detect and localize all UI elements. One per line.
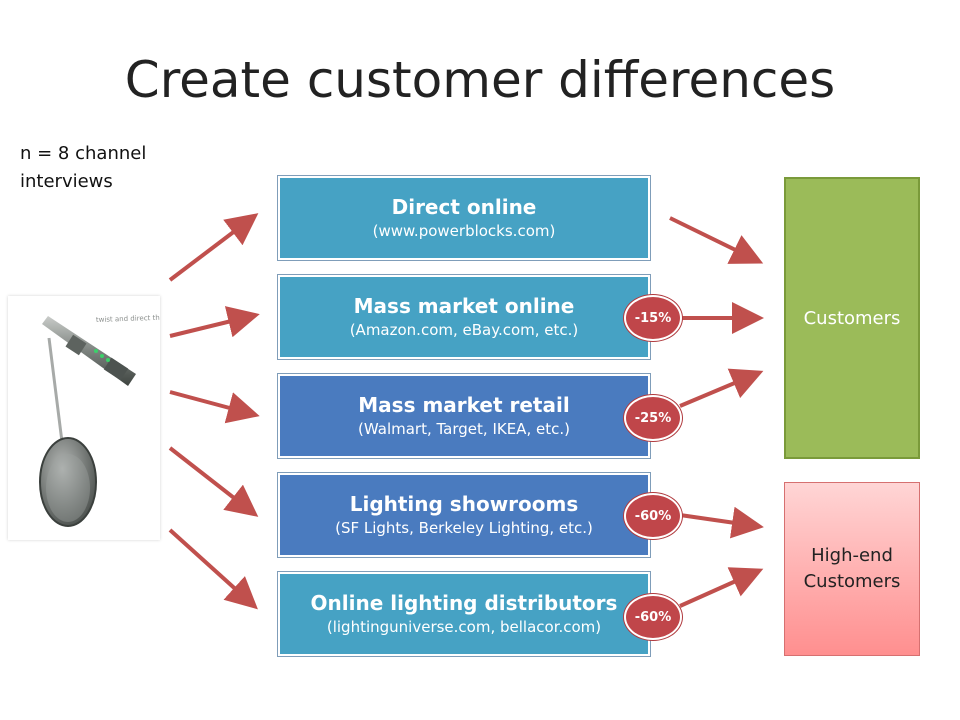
channel-examples: (lightinguniverse.com, bellacor.com) [326,618,602,636]
note-line-1: n = 8 channel [20,143,147,164]
product-image: twist and direct the light [8,296,160,540]
channel-direct-online: Direct online (www.powerblocks.com) [277,175,651,261]
arrow-to-online-distributors [168,528,258,610]
channel-examples: (www.powerblocks.com) [372,222,556,240]
arrow-showrooms-to-high-end [679,506,764,539]
arrow-direct-to-customers [669,216,764,264]
channel-name: Lighting showrooms [349,492,579,516]
arrow-retail-to-customers [679,368,764,408]
sample-size-note: n = 8 channel interviews [20,140,190,196]
channel-lighting-showrooms: Lighting showrooms (SF Lights, Berkeley … [277,472,651,558]
channel-examples: (SF Lights, Berkeley Lighting, etc.) [335,519,593,537]
page-title: Create customer differences [124,51,836,109]
arrow-to-mass-market-online [169,306,260,338]
channel-examples: (Walmart, Target, IKEA, etc.) [358,420,570,438]
channel-mass-market-online: Mass market online (Amazon.com, eBay.com… [277,274,651,360]
discount-badge-distributors: -60% [624,594,682,640]
discount-badge-mass-online: -15% [624,295,682,341]
channel-examples: (Amazon.com, eBay.com, etc.) [349,321,579,339]
arrow-to-direct-online [168,213,259,282]
arrow-to-lighting-showrooms [168,446,259,517]
channel-name: Direct online [391,195,537,219]
arrow-to-mass-market-retail [169,390,260,424]
high-end-label-line-1: High-end [811,545,893,566]
customers-box: Customers [784,177,920,459]
lamp-caption: twist and direct the light [96,313,160,324]
customers-label: Customers [803,307,901,329]
channel-name: Mass market retail [358,393,570,417]
high-end-label-line-2: Customers [803,571,901,592]
channel-name: Online lighting distributors [310,591,618,615]
channel-name: Mass market online [353,294,575,318]
note-line-2: interviews [20,171,113,192]
lamp-illustration: twist and direct the light [39,313,160,527]
arrow-distributors-to-high-end [679,567,764,608]
high-end-customers-box: High-end Customers [784,482,920,656]
discount-badge-mass-retail: -25% [624,395,682,441]
channel-mass-market-retail: Mass market retail (Walmart, Target, IKE… [277,373,651,459]
channel-online-lighting-distributors: Online lighting distributors (lightingun… [277,571,651,657]
discount-badge-showrooms: -60% [624,493,682,539]
